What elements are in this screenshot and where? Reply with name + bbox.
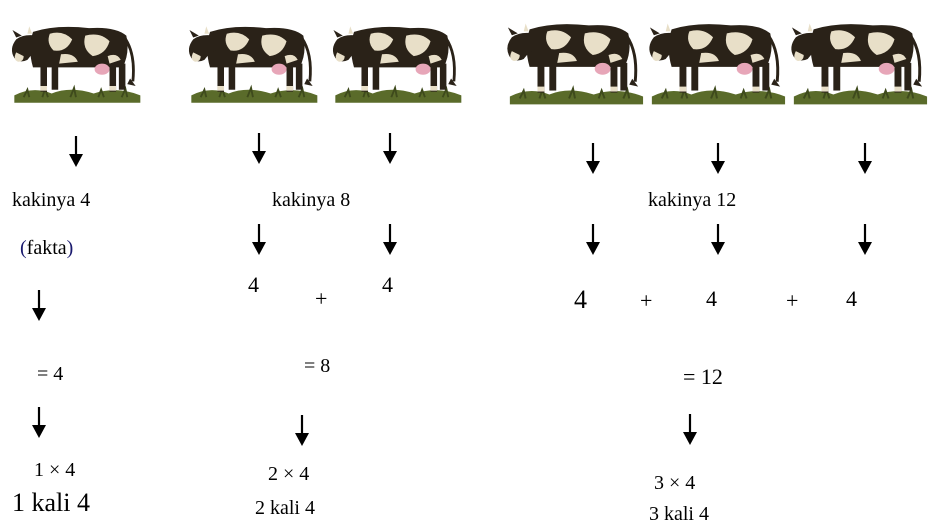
plus-sign-2: + [315, 286, 328, 311]
spoken-multiplication-2: 2 kali 4 [255, 497, 315, 519]
arrow-down-icon [584, 224, 602, 256]
sum-result-2: = 8 [304, 355, 331, 377]
multiplication-3: 3 × 4 [654, 472, 696, 494]
fakta-paren-open: ( [20, 237, 27, 259]
fakta-label: fakta [26, 237, 67, 259]
sum-result-1: = 4 [37, 363, 64, 385]
arrow-down-icon [250, 224, 268, 256]
sum-result-3: = 12 [683, 364, 723, 389]
arrow-down-icon [250, 133, 268, 165]
fakta-paren-close: ) [66, 237, 74, 259]
cow-icon [784, 4, 932, 110]
addend-2-2: 4 [382, 272, 393, 297]
arrow-down-icon [381, 224, 399, 256]
arrow-down-icon [856, 224, 874, 256]
cow-icon [182, 8, 322, 108]
arrow-down-icon [584, 143, 602, 175]
addend-2-1: 4 [248, 272, 259, 297]
plus-sign-3-1: + [640, 288, 653, 313]
multiplication-2: 2 × 4 [268, 463, 310, 485]
arrow-down-icon [856, 143, 874, 175]
addend-3-1: 4 [574, 285, 587, 314]
cow-icon [642, 4, 790, 110]
arrow-down-icon [381, 133, 399, 165]
arrow-down-icon [67, 136, 85, 168]
arrow-down-icon [30, 290, 48, 322]
legs-label-2: kakinya 8 [272, 189, 351, 211]
arrow-down-icon [30, 407, 48, 439]
legs-label-3: kakinya 12 [648, 189, 737, 211]
spoken-multiplication-3: 3 kali 4 [649, 503, 709, 525]
addend-3-3: 4 [846, 286, 857, 311]
cow-icon [500, 4, 648, 110]
fakta-note: (fakta) [20, 238, 73, 258]
cow-icon [326, 8, 466, 108]
legs-label-1: kakinya 4 [12, 189, 91, 211]
spoken-multiplication-1: 1 kali 4 [12, 488, 90, 517]
plus-sign-3-2: + [786, 288, 799, 313]
arrow-down-icon [709, 143, 727, 175]
arrow-down-icon [293, 415, 311, 447]
arrow-down-icon [709, 224, 727, 256]
arrow-down-icon [681, 414, 699, 446]
multiplication-1: 1 × 4 [34, 459, 76, 481]
cow-icon [5, 8, 145, 108]
addend-3-2: 4 [706, 286, 717, 311]
